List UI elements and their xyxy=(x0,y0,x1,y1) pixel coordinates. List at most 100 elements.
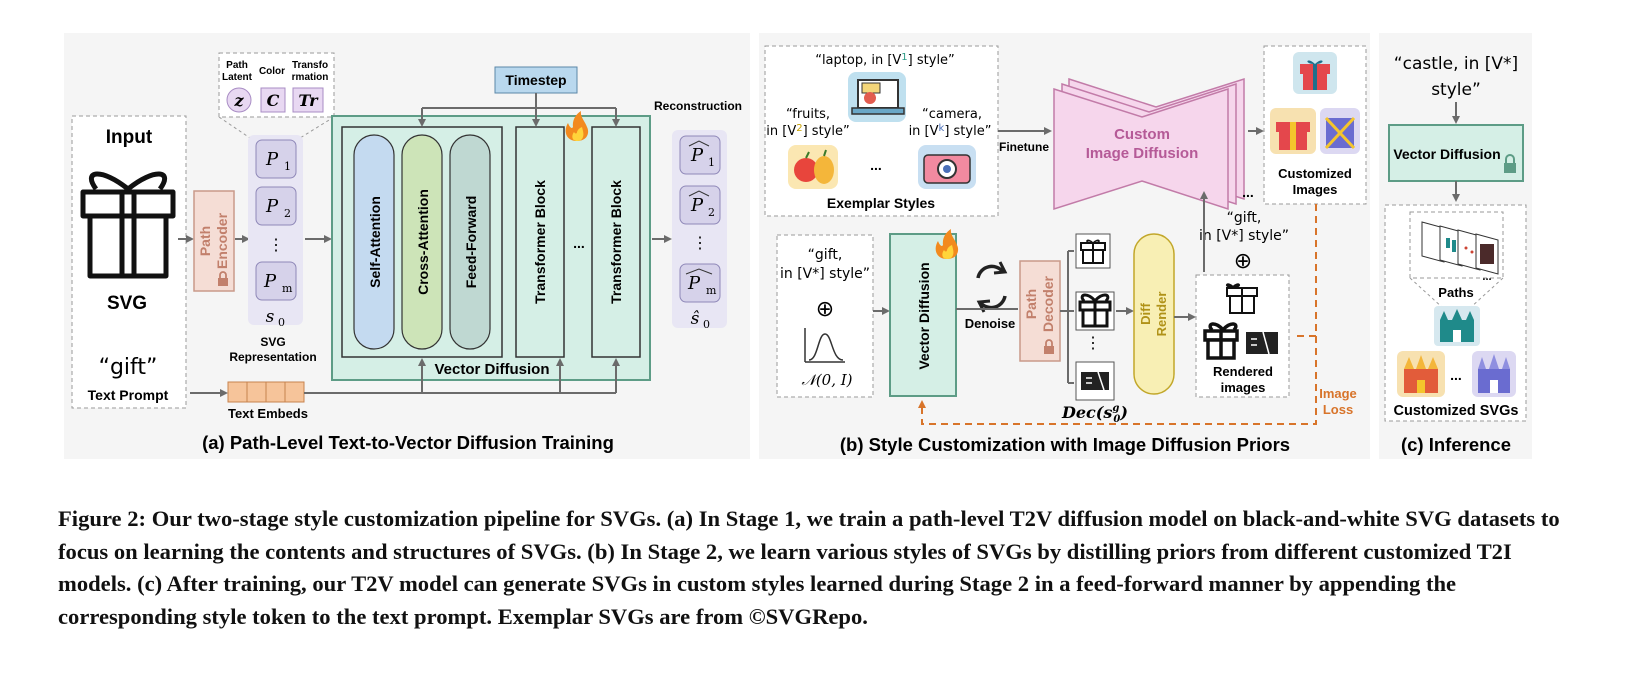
paths-label: Paths xyxy=(1438,285,1473,300)
input-label: Input xyxy=(106,127,153,148)
panel-b-caption: (b) Style Customization with Image Diffu… xyxy=(840,434,1290,455)
prompt-quote: “gift” xyxy=(99,355,158,380)
castle-teal-icon xyxy=(1434,306,1480,346)
image-loss-label-2: Loss xyxy=(1323,402,1353,417)
castle-prompt: “castle, in [V*] xyxy=(1394,54,1518,74)
customized-images-label: Customized xyxy=(1278,166,1352,181)
token-p2 xyxy=(255,186,297,226)
recon-pm-text: P xyxy=(687,273,701,294)
svg-representation-label-2: Representation xyxy=(229,350,316,364)
noise-input-box xyxy=(776,234,874,398)
timestep-label: Timestep xyxy=(505,72,566,88)
feed-forward-block xyxy=(449,134,491,350)
decoded-vdots: ⋮ xyxy=(1085,335,1101,352)
trainable-fire-icon-b xyxy=(935,229,959,259)
diff-render-text: Diff Render xyxy=(1138,292,1169,337)
panel-c: “castle, in [V*] style” Vector Diffusion… xyxy=(1379,33,1532,459)
color-square xyxy=(260,87,286,113)
gaussian-curve-icon xyxy=(804,328,845,363)
finetune-label: Finetune xyxy=(999,140,1049,154)
castle-prompt-2: style” xyxy=(1431,80,1481,100)
recon-p2-sub: 2 xyxy=(708,206,715,219)
svg-text:Render: Render xyxy=(1154,292,1169,337)
transform-square xyxy=(292,87,324,113)
panel-a: Input SVG “gift” Text Prompt Path Encode… xyxy=(64,33,750,459)
cross-attention-label: Cross-Attention xyxy=(415,189,431,295)
token-pm-sub: m xyxy=(282,282,293,295)
recon-p2-text: P xyxy=(690,195,704,216)
vector-diffusion-c-label: Vector Diffusion xyxy=(1393,146,1500,162)
rendered-gift-3-icon xyxy=(1246,331,1278,355)
transformation-header-2: rmation xyxy=(292,72,329,83)
svg-text:Decoder: Decoder xyxy=(1040,275,1056,332)
svg-text:Encoder: Encoder xyxy=(214,212,230,269)
text-prompt-label: Text Prompt xyxy=(88,387,169,403)
token-p1-text: P xyxy=(265,149,279,170)
custom-diffusion-label-2: Image Diffusion xyxy=(1086,145,1199,162)
oplus-symbol: ⊕ xyxy=(816,296,834,321)
svg-text:Path: Path xyxy=(1023,289,1039,319)
token-p1-sub: 1 xyxy=(284,160,291,173)
denoise-cycle-icon xyxy=(976,261,1008,313)
s0-hat-label: ŝ xyxy=(691,309,700,329)
customized-images-label-2: Images xyxy=(1293,182,1338,197)
paths-dots: ... xyxy=(1482,271,1491,283)
s0-label: s xyxy=(266,307,275,327)
image-loss-label: Image xyxy=(1319,386,1357,401)
rendered-images-label-2: images xyxy=(1221,380,1266,395)
denoise-label: Denoise xyxy=(965,316,1016,331)
path-decoder-box xyxy=(1019,260,1061,362)
encoder-lock-icon xyxy=(218,271,228,286)
camera-icon xyxy=(918,145,976,189)
customized-ellipsis: ... xyxy=(1450,367,1462,383)
token-p1 xyxy=(255,139,297,179)
rendered-gift-1-icon xyxy=(1226,283,1258,314)
path-encoder-text: Path Encoder xyxy=(197,212,230,269)
gift-prompt-right-2: in [V*] style” xyxy=(1199,228,1289,244)
figure-caption: Figure 2: Our two-stage style customizat… xyxy=(58,506,1560,629)
fruits-prompt: “fruits, xyxy=(786,107,830,122)
recon-p1-text: P xyxy=(690,145,704,166)
customized-gift-2-icon xyxy=(1270,108,1316,154)
transformer-block-2 xyxy=(591,126,641,358)
transformer-block-2-label: Transformer Block xyxy=(608,180,624,304)
svg-text:Path: Path xyxy=(197,226,213,256)
decoded-gift-2-icon xyxy=(1075,291,1115,331)
path-decoder-text: Path Decoder xyxy=(1023,275,1056,332)
cross-attention-block xyxy=(401,134,443,350)
vector-diffusion-box-c xyxy=(1388,124,1524,182)
paths-stack-icon xyxy=(1421,221,1499,275)
decoder-lock-icon xyxy=(1044,339,1054,354)
s0-hat-sub: 0 xyxy=(703,318,710,331)
s0-sub: 0 xyxy=(278,316,285,329)
latent-z: z xyxy=(233,91,244,110)
token-pm xyxy=(255,261,297,301)
latent-tr: Tr xyxy=(298,91,319,110)
transformer-block-1 xyxy=(515,126,565,358)
vector-diffusion-box-b xyxy=(889,233,957,397)
attention-stack-frame xyxy=(341,126,503,358)
self-attention-block xyxy=(353,134,395,350)
transformer-block-1-label: Transformer Block xyxy=(532,180,548,304)
gift-svg-icon xyxy=(80,171,176,279)
vector-diffusion-b-label: Vector Diffusion xyxy=(916,262,932,369)
token-vdots: ⋮ xyxy=(268,237,284,254)
laptop-icon xyxy=(848,72,906,122)
laptop-prompt: “laptop, in [V1] style” xyxy=(815,52,955,68)
fruits-prompt-2: in [V2] style” xyxy=(766,123,849,139)
svg-representation-label: SVG xyxy=(260,335,285,349)
decoded-gift-1-icon xyxy=(1075,233,1111,269)
panel-a-caption: (a) Path-Level Text-to-Vector Diffusion … xyxy=(202,432,614,453)
decoded-gift-3-icon xyxy=(1075,361,1115,401)
panel-c-caption: (c) Inference xyxy=(1401,434,1511,455)
trainable-fire-icon xyxy=(565,111,589,141)
exemplar-styles-label: Exemplar Styles xyxy=(827,195,935,211)
latent-c: C xyxy=(267,91,280,110)
gift-prompt-2: in [V*] style” xyxy=(780,266,870,282)
token-p2-text: P xyxy=(265,196,279,217)
path-latent-circle xyxy=(226,87,252,113)
frozen-lock-icon xyxy=(1504,154,1516,173)
customized-gift-3-icon xyxy=(1320,108,1360,154)
diff-render-box xyxy=(1133,233,1175,395)
